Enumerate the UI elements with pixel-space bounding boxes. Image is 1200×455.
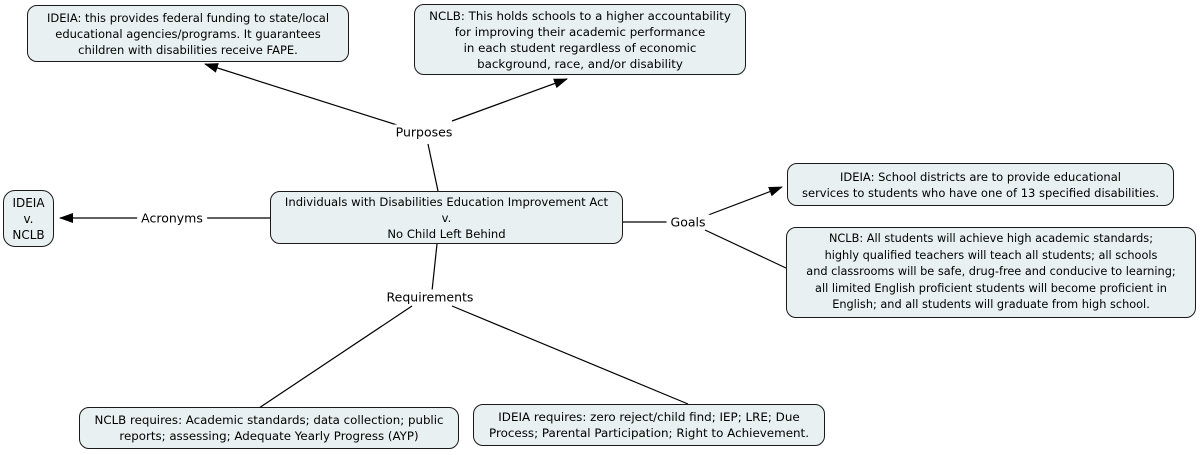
node-requirements-ideia: IDEIA requires: zero reject/child find; …	[473, 404, 825, 446]
connector-goals-to-goal-ideia	[702, 186, 783, 218]
node-purpose-ideia: IDEIA: this provides federal funding to …	[27, 5, 349, 62]
link-label-goals: Goals	[666, 214, 710, 230]
node-main-topic: Individuals with Disabilities Education …	[270, 191, 623, 244]
connector-purposes-to-purpose-ideia	[204, 63, 398, 126]
link-label-acronyms: Acronyms	[137, 210, 207, 226]
link-label-requirements: Requirements	[382, 289, 478, 305]
node-acronyms-result: IDEIA v. NCLB	[3, 190, 54, 247]
node-goal-ideia: IDEIA: School districts are to provide e…	[787, 163, 1174, 206]
connector-requirements-to-req-ideia	[451, 305, 689, 405]
connector-requirements-to-req-nclb	[258, 305, 413, 409]
node-goal-nclb: NCLB: All students will achieve high aca…	[786, 227, 1196, 318]
connector-center-to-purposes	[427, 143, 439, 192]
connector-purposes-to-purpose-nclb	[451, 78, 568, 122]
connector-goals-to-goal-nclb	[704, 229, 787, 269]
connector-center-to-requirements	[431, 243, 438, 292]
node-requirements-nclb: NCLB requires: Academic standards; data …	[79, 407, 459, 449]
link-label-purposes: Purposes	[391, 124, 457, 140]
node-purpose-nclb: NCLB: This holds schools to a higher acc…	[414, 4, 746, 75]
